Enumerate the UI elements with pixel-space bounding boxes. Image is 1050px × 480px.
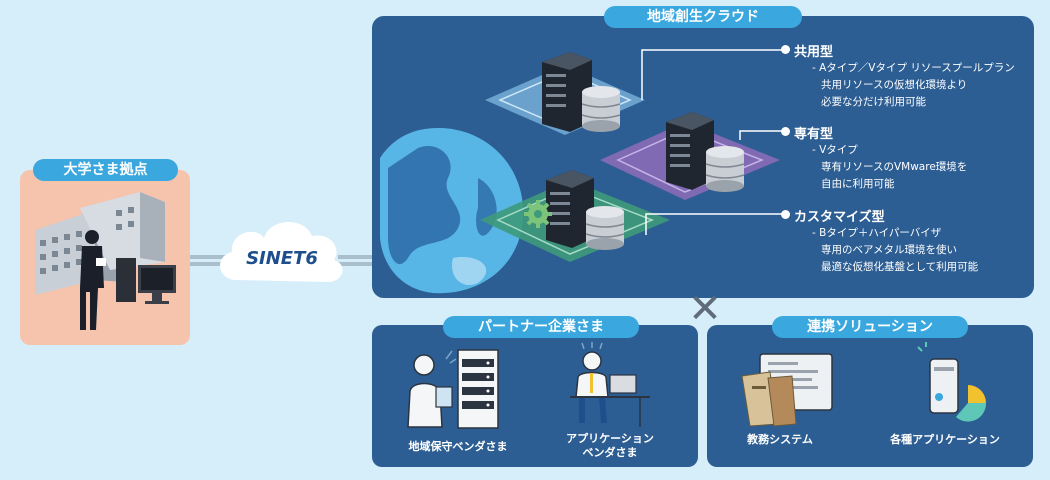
gear-icon: [524, 200, 552, 228]
custom-type-line-1: - Bタイプ＋ハイパーバイザ: [812, 227, 942, 239]
maintenance-vendor-label: 地域保守ベンダさま: [408, 440, 508, 453]
custom-type-line-3: 最適な仮想化基盤として利用可能: [821, 261, 979, 273]
dedicated-type-line-1: - Vタイプ: [812, 144, 858, 156]
custom-type-title: カスタマイズ型: [794, 210, 885, 225]
connector-network-cloud-2: [338, 262, 374, 266]
dedicated-type-line-3: 自由に利用可能: [821, 178, 895, 190]
database-icon-custom: [585, 206, 625, 250]
application-vendor-label-line-1: アプリケーション: [566, 432, 654, 445]
campus-label: 大学さま拠点: [33, 159, 178, 181]
database-icon-dedicated: [705, 146, 745, 192]
campus-panel: [20, 170, 190, 345]
shared-type-line-1: - Aタイプ／Vタイプ リソースプールプラン: [812, 62, 1015, 74]
campus-illustration: [35, 192, 176, 330]
connector-campus-network: [190, 255, 230, 259]
server-icon-dedicated: [666, 112, 714, 190]
partner-label: パートナー企業さま: [443, 316, 639, 338]
academic-system-illustration: [741, 353, 833, 427]
dedicated-type-line-2: 専有リソースのVMware環境を: [821, 161, 968, 173]
cross-symbol: ✕: [688, 286, 722, 332]
server-icon-custom: [546, 170, 594, 248]
connector-campus-network-2: [190, 262, 230, 266]
server-icon-shared: [542, 52, 592, 132]
dedicated-type-bullet: [781, 127, 790, 136]
applications-label: 各種アプリケーション: [890, 433, 1000, 446]
shared-type-bullet: [781, 45, 790, 54]
academic-system-label: 教務システム: [747, 433, 813, 446]
application-vendor-illustration: [570, 342, 650, 427]
sinet6-logo: SINET6: [246, 248, 318, 269]
platform-diagram: [480, 49, 790, 262]
solution-label: 連携ソリューション: [772, 316, 968, 338]
network-cloud-icon: [220, 221, 343, 282]
applications-illustration: [917, 342, 987, 422]
shared-type-line-2: 共用リソースの仮想化環境より: [821, 79, 968, 91]
globe-icon: [380, 128, 524, 294]
dedicated-type-title: 専有型: [794, 127, 834, 142]
maintenance-vendor-illustration: [407, 349, 499, 429]
cloud-label: 地域創生クラウド: [604, 6, 802, 28]
custom-type-bullet: [781, 210, 790, 219]
shared-type-line-3: 必要な分だけ利用可能: [821, 96, 926, 108]
shared-type-title: 共用型: [794, 45, 834, 60]
connector-network-cloud: [338, 255, 374, 259]
custom-type-line-2: 専用のベアメタル環境を使い: [821, 244, 957, 256]
database-icon-shared: [581, 86, 621, 132]
application-vendor-label-line-2: ベンダさま: [582, 446, 638, 459]
